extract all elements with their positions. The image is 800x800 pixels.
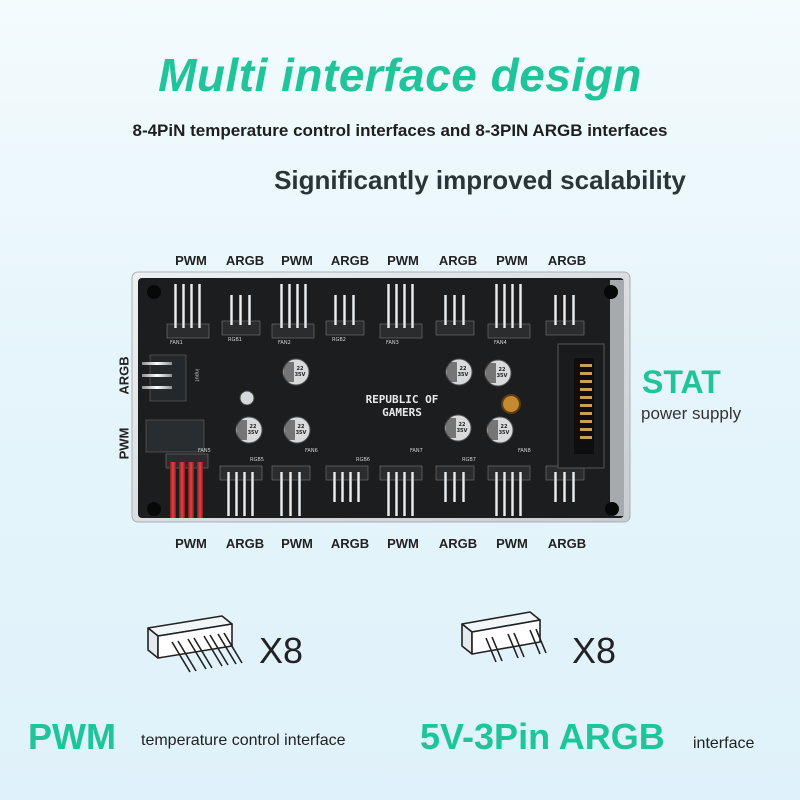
silk-fan4: FAN4 bbox=[494, 340, 507, 346]
silk-rgb6: RGB6 bbox=[356, 457, 370, 463]
rog-logo-line2: GAMERS bbox=[382, 406, 422, 419]
pwm-4pin-connector-icon bbox=[147, 615, 243, 673]
bottom-label-argb-4: ARGB bbox=[547, 536, 587, 551]
argb-count: X8 bbox=[572, 630, 617, 671]
silk-fan5: FAN5 bbox=[198, 448, 211, 454]
cap-value: 22 bbox=[459, 366, 467, 372]
top-label-pwm-3: PWM bbox=[387, 253, 419, 268]
top-label-argb-4: ARGB bbox=[547, 253, 587, 268]
pwm-count: X8 bbox=[259, 630, 304, 671]
cap-value: 22 bbox=[297, 424, 305, 430]
silk-fan3: FAN3 bbox=[386, 340, 399, 346]
cap-voltage: 35V bbox=[498, 430, 510, 436]
top-label-pwm-1: PWM bbox=[175, 253, 207, 268]
cap-value: 22 bbox=[500, 424, 508, 430]
cap-value: 22 bbox=[249, 424, 257, 430]
silk-fan8: FAN8 bbox=[518, 448, 531, 454]
silk-rgb5: RGB5 bbox=[250, 457, 264, 463]
bottom-label-argb-2: ARGB bbox=[330, 536, 370, 551]
page-title: Multi interface design bbox=[158, 49, 642, 101]
bottom-label-argb-3: ARGB bbox=[438, 536, 478, 551]
argb-title: 5V-3Pin ARGB bbox=[420, 716, 665, 757]
bottom-label-pwm-4: PWM bbox=[496, 536, 528, 551]
bottom-label-pwm-1: PWM bbox=[175, 536, 207, 551]
screw-icon bbox=[604, 285, 618, 299]
silk-fan1: FAN1 bbox=[170, 340, 183, 346]
rog-logo: REPUBLIC OF GAMERS bbox=[362, 393, 442, 419]
cap-voltage: 35V bbox=[295, 430, 307, 436]
screw-icon bbox=[605, 502, 619, 516]
cap-voltage: 35V bbox=[247, 430, 259, 436]
bottom-label-pwm-2: PWM bbox=[281, 536, 313, 551]
screw-icon bbox=[147, 502, 161, 516]
top-label-argb-3: ARGB bbox=[438, 253, 478, 268]
argb-description: interface bbox=[693, 735, 755, 752]
headline: Significantly improved scalability bbox=[274, 165, 686, 195]
bottom-connectors bbox=[219, 465, 585, 516]
screw-icon bbox=[147, 285, 161, 299]
page-subtitle: 8-4PiN temperature control interfaces an… bbox=[132, 121, 668, 140]
cap-voltage: 35V bbox=[456, 428, 468, 434]
cap-voltage: 35V bbox=[496, 373, 508, 379]
stat-subtitle: power supply bbox=[641, 404, 742, 423]
silk-rgb1: RGB1 bbox=[228, 337, 242, 343]
red-cable bbox=[170, 462, 176, 518]
top-label-argb-1: ARGB bbox=[225, 253, 265, 268]
bottom-label-pwm-3: PWM bbox=[387, 536, 419, 551]
pwm-description: temperature control interface bbox=[141, 732, 346, 749]
stat-title: STAT bbox=[642, 364, 721, 400]
cap-voltage: 35V bbox=[294, 372, 306, 378]
copper-standoff bbox=[501, 394, 521, 414]
top-label-pwm-4: PWM bbox=[496, 253, 528, 268]
cap-value: 22 bbox=[458, 422, 466, 428]
silk-rgb7: RGB7 bbox=[462, 457, 476, 463]
cap-value: 22 bbox=[498, 367, 506, 373]
top-label-pwm-2: PWM bbox=[281, 253, 313, 268]
silk-rgb2: RGB2 bbox=[332, 337, 346, 343]
sensor-component bbox=[239, 390, 255, 406]
pwm-input-header bbox=[145, 419, 205, 453]
argb-3pin-connector-icon bbox=[461, 611, 547, 663]
top-label-argb-2: ARGB bbox=[330, 253, 370, 268]
silk-fan7: FAN7 bbox=[410, 448, 423, 454]
rog-logo-line1: REPUBLIC OF bbox=[365, 393, 439, 406]
silk-fan2: FAN2 bbox=[278, 340, 291, 346]
bottom-label-argb-1: ARGB bbox=[225, 536, 265, 551]
cap-voltage: 35V bbox=[457, 372, 469, 378]
top-connectors bbox=[166, 284, 585, 339]
silk-fan6: FAN6 bbox=[305, 448, 318, 454]
cap-value: 22 bbox=[296, 366, 304, 372]
pwm-title: PWM bbox=[28, 716, 116, 757]
